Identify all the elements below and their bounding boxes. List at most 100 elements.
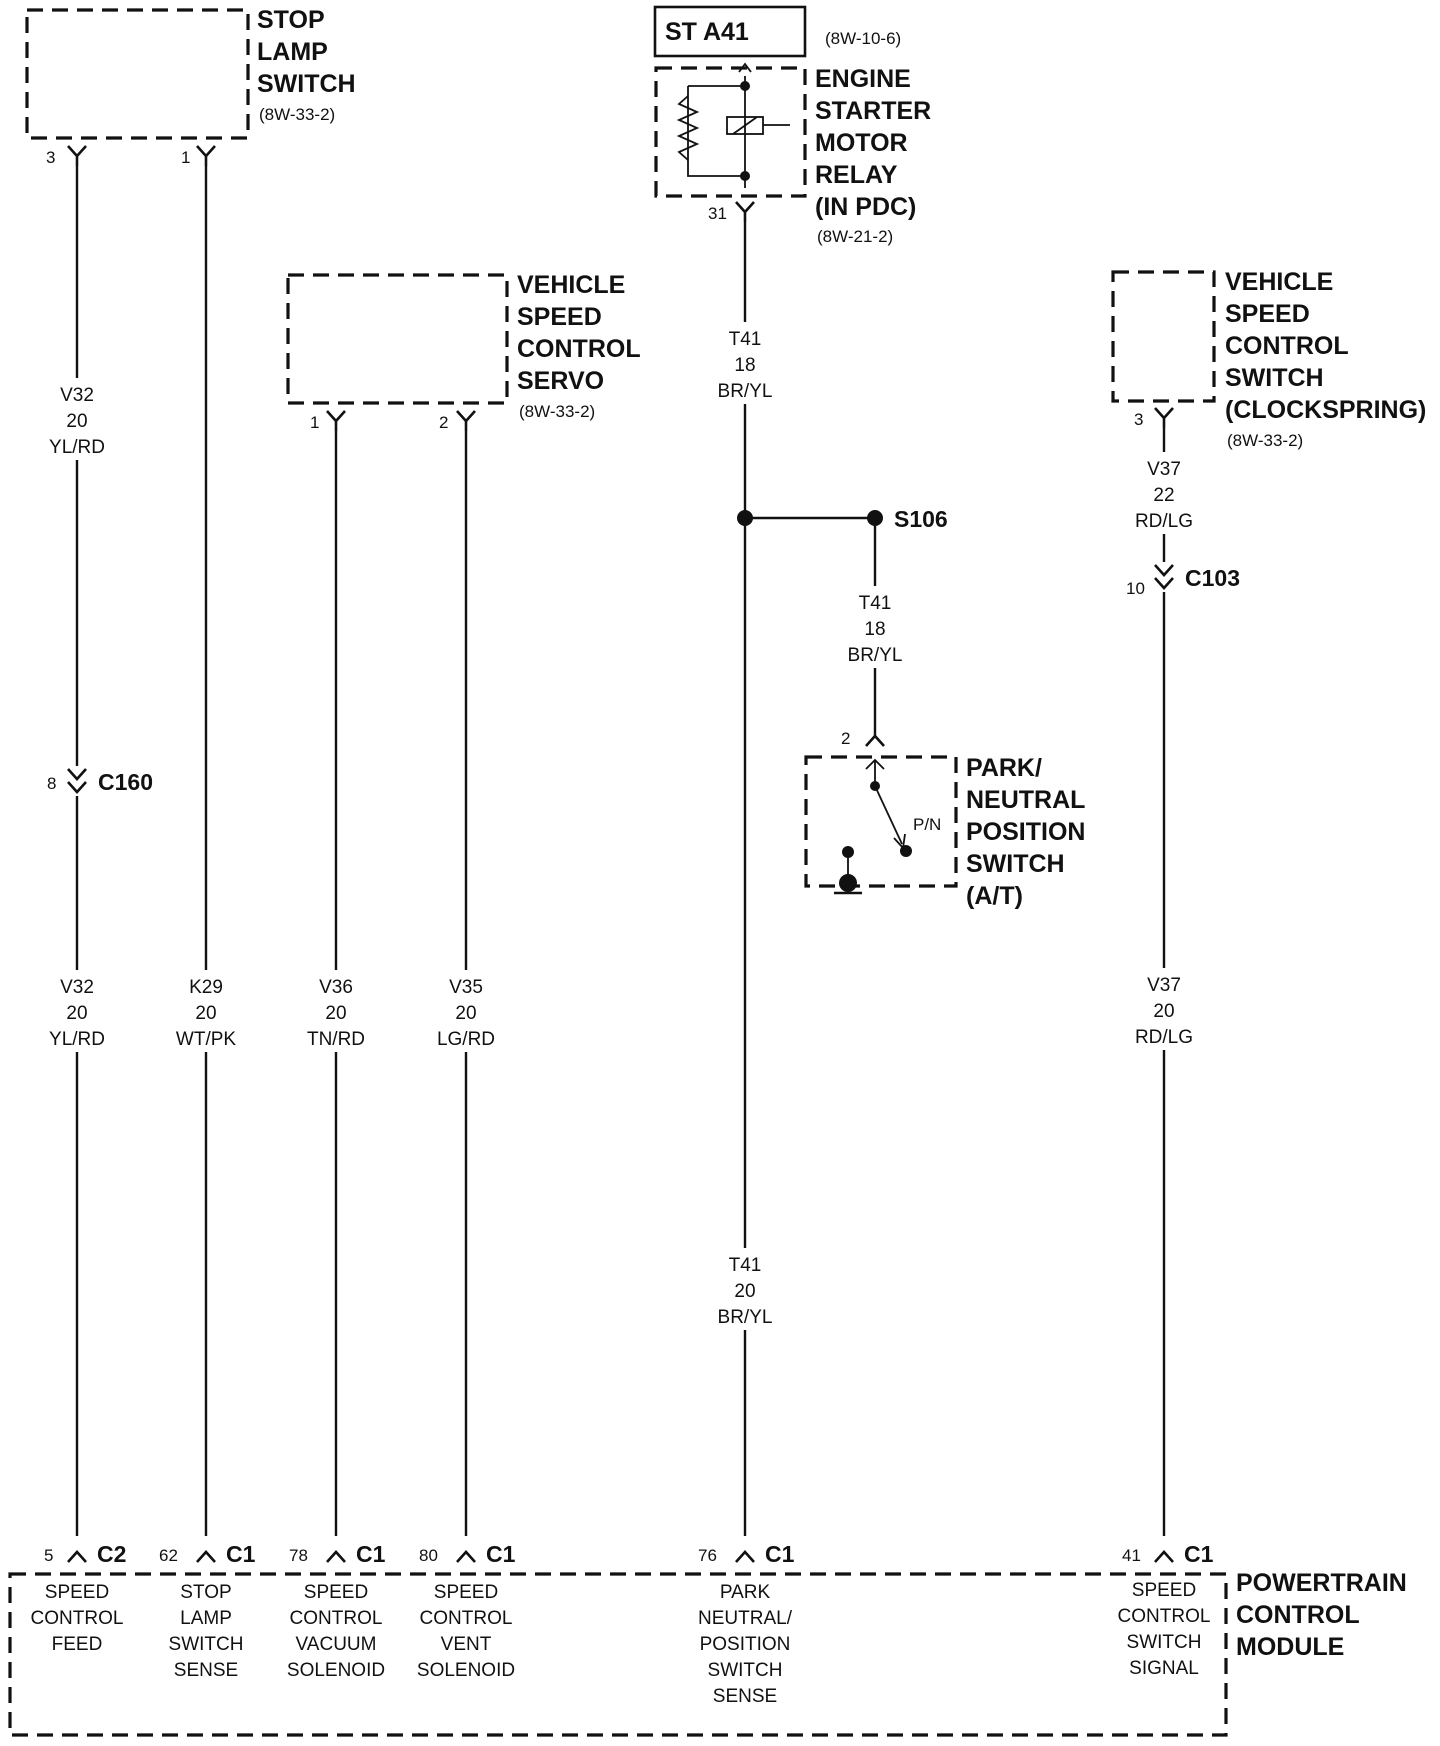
- pcm-connector: C1: [1184, 1541, 1214, 1567]
- stop-lamp-switch[interactable]: STOP LAMP SWITCH (8W-33-2): [25, 6, 356, 140]
- male-terminal-icon: [67, 1550, 87, 1563]
- pcm-terminal-label: SPEED: [434, 1582, 498, 1603]
- pcm-connector: C1: [765, 1541, 795, 1567]
- pcm-terminal-label: STOP: [180, 1582, 231, 1603]
- pcm-terminal-label: VENT: [441, 1634, 492, 1655]
- pcm-terminal-speed-control-switch-signal[interactable]: 41 C1 SPEED CONTROL SWITCH SIGNAL: [1118, 1541, 1214, 1679]
- splice-s106-label: S106: [894, 506, 948, 532]
- pin-label: 31: [708, 204, 727, 223]
- wire-t41-lower-circuit: T41: [729, 1255, 762, 1276]
- servo-name-1: VEHICLE: [517, 271, 625, 299]
- wire-v36-gauge: 20: [325, 1003, 346, 1024]
- servo-name-2: SPEED: [517, 303, 602, 331]
- female-terminal-icon: [735, 201, 755, 222]
- male-terminal-icon: [1154, 1550, 1174, 1563]
- pcm-terminal-label: CONTROL: [420, 1608, 513, 1629]
- speed-switch-name-4: SWITCH: [1225, 364, 1324, 392]
- ground-node: [839, 874, 857, 892]
- pcm-terminal-stop-lamp-switch-sense[interactable]: 62 C1 STOP LAMP SWITCH SENSE: [159, 1541, 256, 1681]
- speed-switch-name-2: SPEED: [1225, 300, 1310, 328]
- pcm-terminal-speed-control-feed[interactable]: 5 C2 SPEED CONTROL FEED: [31, 1541, 127, 1655]
- speed-switch-outline: [1111, 270, 1216, 403]
- wire-t41-branch-circuit: T41: [859, 593, 892, 614]
- pcm-terminal-vacuum-solenoid[interactable]: 78 C1 SPEED CONTROL VACUUM SOLENOID: [287, 1541, 386, 1681]
- pcm-connector: C1: [486, 1541, 516, 1567]
- pn-switch-name-3: POSITION: [966, 818, 1085, 846]
- male-terminal-icon: [326, 1550, 346, 1563]
- engine-starter-motor-relay[interactable]: ST A41 (8W-10-6) ENGINE STARTER MOTOR RE…: [653, 5, 931, 246]
- c160-label: C160: [98, 769, 153, 795]
- pcm-terminal-label: SWITCH: [169, 1634, 244, 1655]
- wire-v37-lower-gauge: 20: [1153, 1001, 1174, 1022]
- pn-switch-contact: [900, 845, 912, 857]
- stop-lamp-switch-ref: (8W-33-2): [259, 105, 335, 124]
- pcm-terminal-label: CONTROL: [31, 1608, 124, 1629]
- pn-switch-name-2: NEUTRAL: [966, 786, 1085, 814]
- relay-name-2: STARTER: [815, 97, 931, 125]
- pcm-terminal-label: CONTROL: [1118, 1606, 1211, 1627]
- pin-label: 2: [841, 729, 850, 748]
- pn-switch-blade: [874, 785, 903, 845]
- resistor-icon: [676, 95, 700, 161]
- pcm-connector: C1: [356, 1541, 386, 1567]
- pcm-pin: 78: [289, 1546, 308, 1565]
- relay-name-3: MOTOR: [815, 129, 908, 157]
- wire-k29-circuit: K29: [189, 977, 223, 998]
- female-terminal-icon: [326, 410, 346, 431]
- male-terminal-icon: [865, 734, 885, 747]
- wire-v32-lower-gauge: 20: [66, 1003, 87, 1024]
- pcm-pin: 5: [44, 1546, 53, 1565]
- inline-connector-icon: [1154, 564, 1174, 590]
- wire-t41-upper-gauge: 18: [734, 355, 755, 376]
- wire-v37-upper-color: RD/LG: [1135, 511, 1193, 532]
- wire-t41-upper-circuit: T41: [729, 329, 762, 350]
- park-neutral-position-switch[interactable]: P/N PARK/ NEUTRAL POSITION SWITCH (A/T): [804, 754, 1085, 910]
- speed-control-switch-clockspring[interactable]: VEHICLE SPEED CONTROL SWITCH (CLOCKSPRIN…: [1111, 268, 1426, 450]
- servo-outline: [286, 273, 509, 405]
- relay-ref: (8W-21-2): [817, 227, 893, 246]
- stop-lamp-switch-name-3: SWITCH: [257, 70, 356, 98]
- powertrain-control-module[interactable]: POWERTRAIN CONTROL MODULE: [8, 1569, 1407, 1737]
- inline-connector-icon: [67, 768, 87, 794]
- wire-v32-lower-color: YL/RD: [49, 1029, 105, 1050]
- c160-pin: 8: [47, 774, 56, 793]
- female-terminal-icon: [67, 145, 87, 166]
- pcm-pin: 41: [1122, 1546, 1141, 1565]
- pin-label: 3: [46, 148, 55, 167]
- relay-outline: [654, 66, 807, 198]
- servo-ref: (8W-33-2): [519, 402, 595, 421]
- pcm-terminal-label: PARK: [720, 1582, 771, 1603]
- pcm-terminal-label: NEUTRAL/: [698, 1608, 793, 1629]
- c103-label: C103: [1185, 565, 1240, 591]
- speed-switch-name-1: VEHICLE: [1225, 268, 1333, 296]
- wire-v37-upper-circuit: V37: [1147, 459, 1181, 480]
- st-a41-tag: ST A41: [665, 18, 749, 46]
- male-terminal-icon: [196, 1550, 216, 1563]
- st-a41-ref: (8W-10-6): [825, 29, 901, 48]
- stop-lamp-switch-outline: [25, 8, 250, 140]
- wire-v32-upper-circuit: V32: [60, 385, 94, 406]
- wire-v32-upper-gauge: 20: [66, 411, 87, 432]
- relay-coil-slash: [732, 116, 758, 135]
- speed-control-servo[interactable]: VEHICLE SPEED CONTROL SERVO (8W-33-2): [286, 271, 641, 421]
- relay-node: [740, 171, 750, 181]
- pn-switch-internal-label: P/N: [913, 815, 941, 834]
- relay-node: [740, 81, 750, 91]
- pcm-terminal-label: SPEED: [1132, 1580, 1196, 1601]
- pin-label: 1: [310, 413, 319, 432]
- pcm-terminal-label: SENSE: [174, 1660, 238, 1681]
- wire-v37-lower-color: RD/LG: [1135, 1027, 1193, 1048]
- male-terminal-icon: [456, 1550, 476, 1563]
- pin-label: 2: [439, 413, 448, 432]
- pcm-terminal-label: LAMP: [180, 1608, 232, 1629]
- pcm-terminal-park-neutral-sense[interactable]: 76 C1 PARK NEUTRAL/ POSITION SWITCH SENS…: [698, 1541, 795, 1707]
- wire-v35-gauge: 20: [455, 1003, 476, 1024]
- pcm-terminal-label: CONTROL: [290, 1608, 383, 1629]
- relay-name-4: RELAY: [815, 161, 898, 189]
- c103-pin: 10: [1126, 579, 1145, 598]
- wire-t41-branch-gauge: 18: [864, 619, 885, 640]
- pn-switch-outline: [804, 755, 958, 888]
- pcm-terminal-vent-solenoid[interactable]: 80 C1 SPEED CONTROL VENT SOLENOID: [417, 1541, 516, 1681]
- pcm-connector: C2: [97, 1541, 126, 1567]
